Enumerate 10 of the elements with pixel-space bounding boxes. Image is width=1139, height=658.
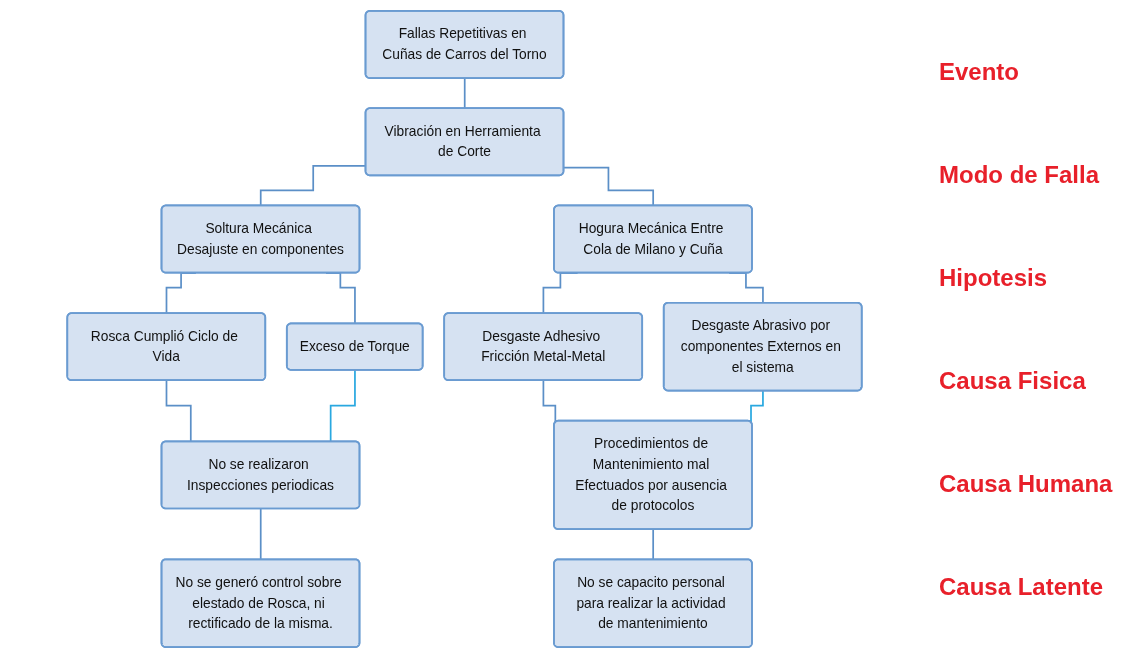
connector — [652, 528, 655, 561]
level-label: Hipotesis — [939, 263, 1049, 292]
level-label: Causa Fisica — [939, 366, 1087, 395]
connector — [563, 166, 655, 207]
level-label: Causa Humana — [939, 469, 1114, 498]
level-label: Evento — [939, 57, 1020, 86]
connector — [463, 77, 466, 110]
level-label: Causa Latente — [939, 572, 1105, 601]
level-label: Modo de Falla — [939, 160, 1101, 189]
connector — [259, 508, 262, 561]
